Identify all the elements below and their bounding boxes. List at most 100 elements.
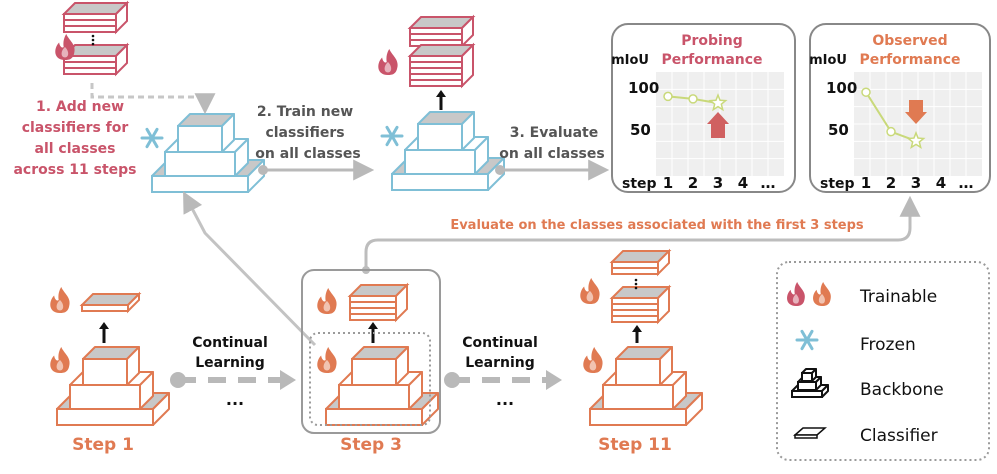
classifier-stack-top-left (55, 0, 130, 77)
step3-model (317, 282, 439, 426)
backbone-top (417, 111, 475, 151)
y-axis-label: mIoU (809, 53, 847, 68)
classifier-slab (407, 42, 476, 89)
arrow-evaluate (495, 159, 610, 181)
classifier-icon (793, 427, 827, 439)
x-tick-label: 1 (663, 174, 673, 192)
chart-title: Observed (872, 33, 947, 49)
back-arrow-to-top (183, 191, 317, 347)
x-tick-label: 1 (861, 174, 871, 192)
chart-title: Performance (859, 52, 960, 68)
svg-text:2. Train new: 2. Train new (257, 104, 353, 120)
step1-label: Step 1 (72, 435, 134, 455)
classifier-slab (609, 248, 672, 277)
data-point (663, 91, 673, 102)
flame-icon (378, 49, 398, 75)
ellipsis-dot (634, 282, 638, 286)
x-tick-label: 4 (936, 174, 946, 192)
legend-box (776, 261, 990, 461)
backbone-icon (791, 368, 829, 398)
svg-text:Continual: Continual (192, 335, 268, 351)
svg-text:...: ... (226, 390, 244, 409)
ellipsis-dot (634, 278, 638, 282)
x-tick-label: 3 (911, 174, 921, 192)
flame-icon (50, 287, 70, 313)
classifier-slab (609, 284, 672, 325)
y-tick-label: 50 (630, 121, 651, 139)
train-classifiers-label: 2. Train new classifiers on all classes (255, 104, 360, 162)
step11-model (580, 248, 703, 426)
x-axis-label: step (820, 176, 855, 192)
classifier-slab (61, 42, 130, 77)
svg-text:Continual: Continual (462, 335, 538, 351)
snowflake-icon (795, 329, 819, 351)
trainable-backbone (325, 346, 439, 426)
data-point (886, 126, 896, 137)
x-tick-label: … (959, 174, 974, 192)
svg-text:Learning: Learning (465, 355, 535, 371)
svg-text:classifiers: classifiers (265, 125, 344, 141)
evaluate-first3-label: Evaluate on the classes associated with … (450, 218, 864, 233)
classifier-slab (347, 282, 410, 323)
data-point-star (708, 93, 728, 112)
backbone-icon-top (801, 368, 817, 382)
frozen-backbone-top-mid (380, 111, 505, 191)
data-point-star (906, 130, 926, 150)
ellipsis-dot (91, 42, 95, 46)
legend-label-frozen: Frozen (860, 335, 916, 355)
down-arrow-icon (905, 100, 927, 124)
flame-icon (55, 34, 75, 60)
ellipsis-dot (91, 38, 95, 42)
legend-label-trainable: Trainable (859, 287, 937, 307)
svg-text:across 11 steps: across 11 steps (13, 162, 136, 178)
step11-label: Step 11 (598, 435, 672, 455)
backbone-top (82, 346, 140, 386)
backbone-top (615, 346, 673, 386)
add-classifiers-label: 1. Add new classifiers for all classes a… (13, 99, 136, 178)
backbone-top (351, 346, 409, 386)
frozen-backbone-top-left (140, 113, 265, 193)
classifier-slab (61, 0, 130, 35)
svg-text:classifiers for: classifiers for (22, 120, 129, 136)
ellipsis-dot (91, 34, 95, 38)
y-tick-label: 100 (826, 79, 857, 97)
flame-icon (787, 282, 805, 306)
backbone-mid (338, 371, 423, 410)
svg-text:1. Add new: 1. Add new (36, 99, 124, 115)
x-tick-label: 4 (738, 174, 748, 192)
step3-backbone-box (309, 332, 431, 426)
up-arrow-head (368, 322, 378, 329)
continual-learning-label-1: Continual Learning ... (192, 335, 268, 409)
continual-learning-arrow-2 (444, 370, 562, 390)
flame-icon (813, 282, 831, 306)
y-axis-label: mIoU (611, 53, 649, 68)
up-arrow-head (632, 325, 642, 332)
evaluate-label: 3. Evaluate on all classes (499, 125, 604, 162)
frozen-backbone (391, 111, 505, 191)
classifier-slab (79, 291, 142, 314)
flame-icon (50, 347, 70, 373)
svg-text:...: ... (496, 390, 514, 409)
chart-title: Performance (661, 52, 762, 68)
up-arrow-head (436, 90, 446, 97)
frozen-backbone (151, 113, 265, 193)
chart-title: Probing (681, 33, 743, 49)
snowflake-icon (380, 125, 404, 147)
flame-icon (580, 278, 600, 304)
dashed-connector (90, 83, 216, 115)
svg-text:on all classes: on all classes (255, 146, 360, 162)
step3-label: Step 3 (340, 435, 402, 455)
snowflake-icon (140, 127, 164, 149)
classifier-stack-top-mid (378, 14, 476, 110)
flame-icon (317, 347, 337, 373)
y-tick-label: 100 (628, 79, 659, 97)
svg-text:on all classes: on all classes (499, 146, 604, 162)
svg-text:all classes: all classes (35, 141, 116, 157)
legend-label-classifier: Classifier (860, 426, 938, 446)
up-arrow-icon (707, 112, 729, 138)
flame-icon (583, 347, 603, 373)
legend-label-backbone: Backbone (860, 380, 944, 400)
ellipsis-dot (634, 286, 638, 290)
continual-learning-arrow-1 (170, 370, 296, 390)
